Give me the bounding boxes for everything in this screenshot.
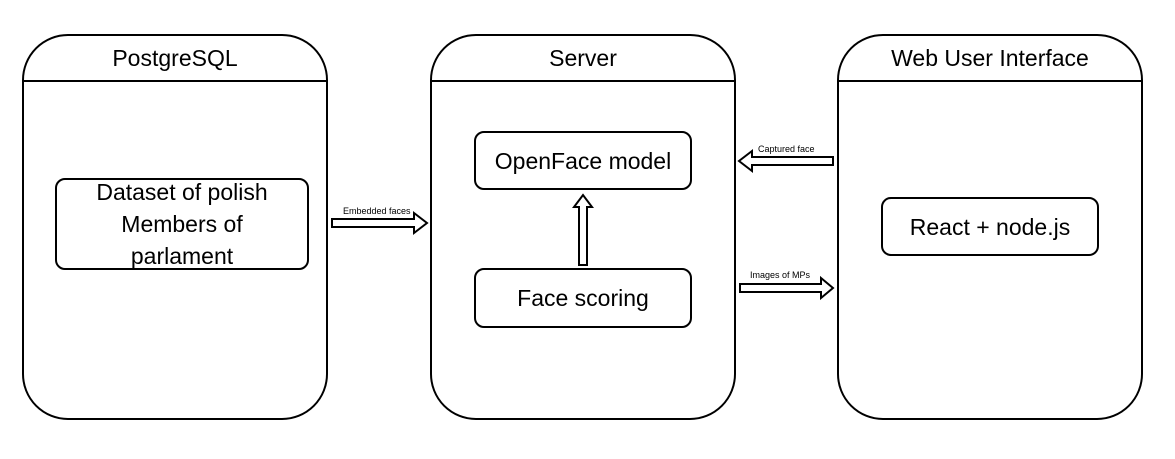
images-of-mps-label: Images of MPs xyxy=(750,270,811,280)
react-node: React + node.js xyxy=(881,197,1099,256)
postgresql-title: PostgreSQL xyxy=(24,36,326,82)
captured-face-label: Captured face xyxy=(758,144,815,154)
embedded-faces-label: Embedded faces xyxy=(343,206,411,216)
dataset-node: Dataset of polish Members of parlament xyxy=(55,178,309,270)
web-ui-title: Web User Interface xyxy=(839,36,1141,82)
server-title: Server xyxy=(432,36,734,82)
scoring-to-openface-arrow xyxy=(572,193,594,266)
images-of-mps-arrow xyxy=(739,275,835,301)
face-scoring-node: Face scoring xyxy=(474,268,692,328)
embedded-faces-arrow xyxy=(331,210,429,236)
captured-face-arrow xyxy=(737,148,834,174)
openface-model-node: OpenFace model xyxy=(474,131,692,190)
